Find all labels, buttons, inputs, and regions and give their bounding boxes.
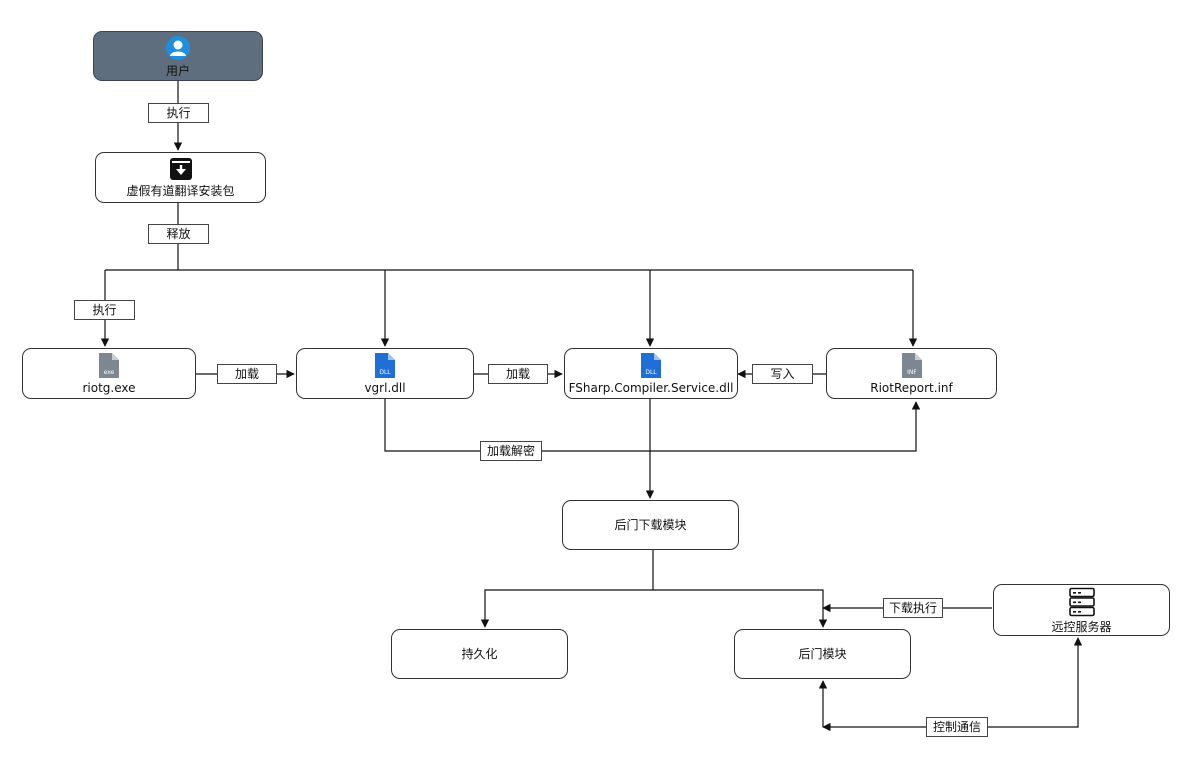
dll-file-icon: DLL xyxy=(641,352,661,378)
edge-label-load-1: 加载 xyxy=(217,364,277,384)
node-fsharp-label: FSharp.Compiler.Service.dll xyxy=(568,380,734,395)
edge-downloader-to-backdoor xyxy=(653,589,828,628)
node-user-label: 用户 xyxy=(165,63,190,78)
node-downloader-label: 后门下载模块 xyxy=(614,518,687,532)
dll-file-icon: DLL xyxy=(375,352,395,378)
node-vgrl-label: vgrl.dll xyxy=(364,380,406,395)
node-persistence[interactable]: 持久化 xyxy=(391,629,568,679)
server-icon xyxy=(1068,587,1095,616)
edge-label-release: 释放 xyxy=(148,224,209,244)
node-installer[interactable]: 虚假有道翻译安装包 xyxy=(95,152,266,203)
edge-backdoor-c2-comm xyxy=(822,637,1083,732)
node-riotreport-label: RiotReport.inf xyxy=(870,380,953,395)
edge-label-execute-1: 执行 xyxy=(148,103,209,123)
node-installer-label: 虚假有道翻译安装包 xyxy=(126,184,235,198)
edge-label-control-comm: 控制通信 xyxy=(926,717,988,737)
node-riotg[interactable]: exe riotg.exe xyxy=(22,348,196,399)
exe-file-icon: exe xyxy=(99,352,119,378)
node-vgrl[interactable]: DLL vgrl.dll xyxy=(296,348,474,399)
svg-text:INF: INF xyxy=(907,369,917,376)
node-riotreport[interactable]: INF RiotReport.inf xyxy=(826,348,997,399)
edge-label-load-decrypt: 加载解密 xyxy=(480,441,542,461)
node-persistence-label: 持久化 xyxy=(461,647,498,661)
edge-label-execute-2: 执行 xyxy=(74,300,135,320)
node-downloader[interactable]: 后门下载模块 xyxy=(562,500,739,550)
inf-file-icon: INF xyxy=(901,352,922,378)
svg-text:DLL: DLL xyxy=(379,369,391,376)
download-package-icon xyxy=(169,158,192,180)
node-backdoor-label: 后门模块 xyxy=(798,647,847,661)
node-c2-server[interactable]: 远控服务器 xyxy=(993,584,1170,636)
edge-label-load-2: 加载 xyxy=(488,364,548,384)
node-user[interactable]: 用户 xyxy=(93,31,263,81)
node-fsharp[interactable]: DLL FSharp.Compiler.Service.dll xyxy=(564,348,738,399)
svg-text:exe: exe xyxy=(104,369,115,376)
edge-downloader-split xyxy=(480,550,654,628)
edge-label-write: 写入 xyxy=(752,364,813,384)
edge-label-download-execute: 下载执行 xyxy=(883,598,943,618)
node-backdoor[interactable]: 后门模块 xyxy=(734,629,911,679)
node-c2-label: 远控服务器 xyxy=(1051,619,1112,634)
svg-text:DLL: DLL xyxy=(645,369,657,376)
node-riotg-label: riotg.exe xyxy=(82,380,136,395)
user-avatar-icon xyxy=(166,35,190,60)
